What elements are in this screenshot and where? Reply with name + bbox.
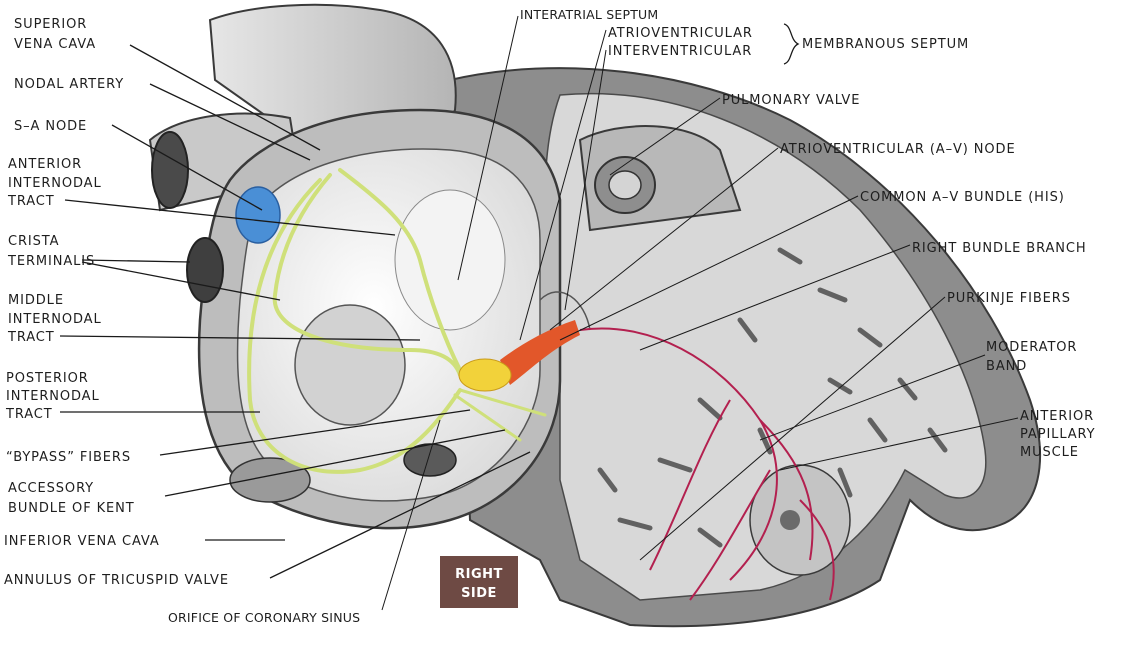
label-anterior-papillary-2: PAPILLARY bbox=[1020, 427, 1096, 442]
label-right-bundle-branch: RIGHT BUNDLE BRANCH bbox=[912, 241, 1087, 256]
label-his-bundle: COMMON A–V BUNDLE (HIS) bbox=[860, 190, 1065, 205]
fossa-ovalis bbox=[294, 304, 406, 426]
label-posterior-internodal-1: POSTERIOR bbox=[6, 371, 89, 386]
label-inferior-vena-cava: INFERIOR VENA CAVA bbox=[4, 534, 160, 549]
label-anterior-papillary-3: MUSCLE bbox=[1020, 445, 1079, 460]
label-av-node: ATRIOVENTRICULAR (A–V) NODE bbox=[780, 142, 1016, 157]
label-purkinje-fibers: PURKINJE FIBERS bbox=[947, 291, 1071, 306]
label-sa-node: S–A NODE bbox=[14, 119, 87, 134]
sa-node-shape bbox=[235, 186, 281, 244]
label-crista-terminalis-2: TERMINALIS bbox=[7, 254, 95, 269]
label-pulmonary-valve: PULMONARY VALVE bbox=[722, 93, 860, 108]
label-atrioventricular-septum: ATRIOVENTRICULAR bbox=[608, 26, 753, 41]
heart-body bbox=[148, 3, 1041, 628]
internodal-tracts bbox=[247, 168, 547, 474]
coronary-sinus-orifice bbox=[403, 443, 457, 477]
label-bundle-of-kent-2: BUNDLE OF KENT bbox=[8, 501, 135, 516]
label-membranous-septum: MEMBRANOUS SEPTUM bbox=[802, 37, 969, 52]
label-orifice-coronary-sinus: ORIFICE OF CORONARY SINUS bbox=[168, 610, 360, 625]
label-interventricular-septum: INTERVENTRICULAR bbox=[608, 44, 752, 59]
label-interatrial-septum: INTERATRIAL SEPTUM bbox=[520, 7, 658, 22]
badge-line-1: RIGHT bbox=[455, 567, 503, 582]
badge-line-2: SIDE bbox=[461, 586, 497, 601]
his-bundle-shape bbox=[500, 320, 580, 385]
label-anterior-internodal-2: INTERNODAL bbox=[8, 176, 102, 191]
right-side-badge: RIGHT SIDE bbox=[440, 556, 518, 608]
crista-ring bbox=[186, 237, 224, 303]
label-annulus-tricuspid: ANNULUS OF TRICUSPID VALVE bbox=[4, 573, 229, 588]
label-anterior-internodal-3: TRACT bbox=[7, 194, 55, 209]
label-anterior-internodal-1: ANTERIOR bbox=[8, 157, 82, 172]
label-moderator-band-2: BAND bbox=[986, 359, 1027, 374]
conduction-system bbox=[235, 168, 835, 601]
label-anterior-papillary-1: ANTERIOR bbox=[1020, 409, 1094, 424]
label-crista-terminalis-1: CRISTA bbox=[8, 234, 59, 249]
leader-lines bbox=[59, 15, 1019, 611]
label-bypass-fibers: “BYPASS” FIBERS bbox=[6, 450, 131, 465]
purkinje-network bbox=[579, 327, 835, 601]
label-superior-vena-cava-2: VENA CAVA bbox=[14, 37, 96, 52]
av-node-shape bbox=[458, 358, 512, 392]
inferior-vena-cava-opening bbox=[229, 457, 311, 503]
label-middle-internodal-2: INTERNODAL bbox=[8, 312, 102, 327]
label-superior-vena-cava-1: SUPERIOR bbox=[14, 17, 87, 32]
label-middle-internodal-3: TRACT bbox=[7, 330, 55, 345]
label-middle-internodal-1: MIDDLE bbox=[8, 293, 64, 308]
label-posterior-internodal-2: INTERNODAL bbox=[6, 389, 100, 404]
label-posterior-internodal-3: TRACT bbox=[5, 407, 53, 422]
label-nodal-artery: NODAL ARTERY bbox=[14, 77, 124, 92]
label-moderator-band-1: MODERATOR bbox=[986, 340, 1077, 355]
label-bundle-of-kent-1: ACCESSORY bbox=[8, 481, 94, 496]
